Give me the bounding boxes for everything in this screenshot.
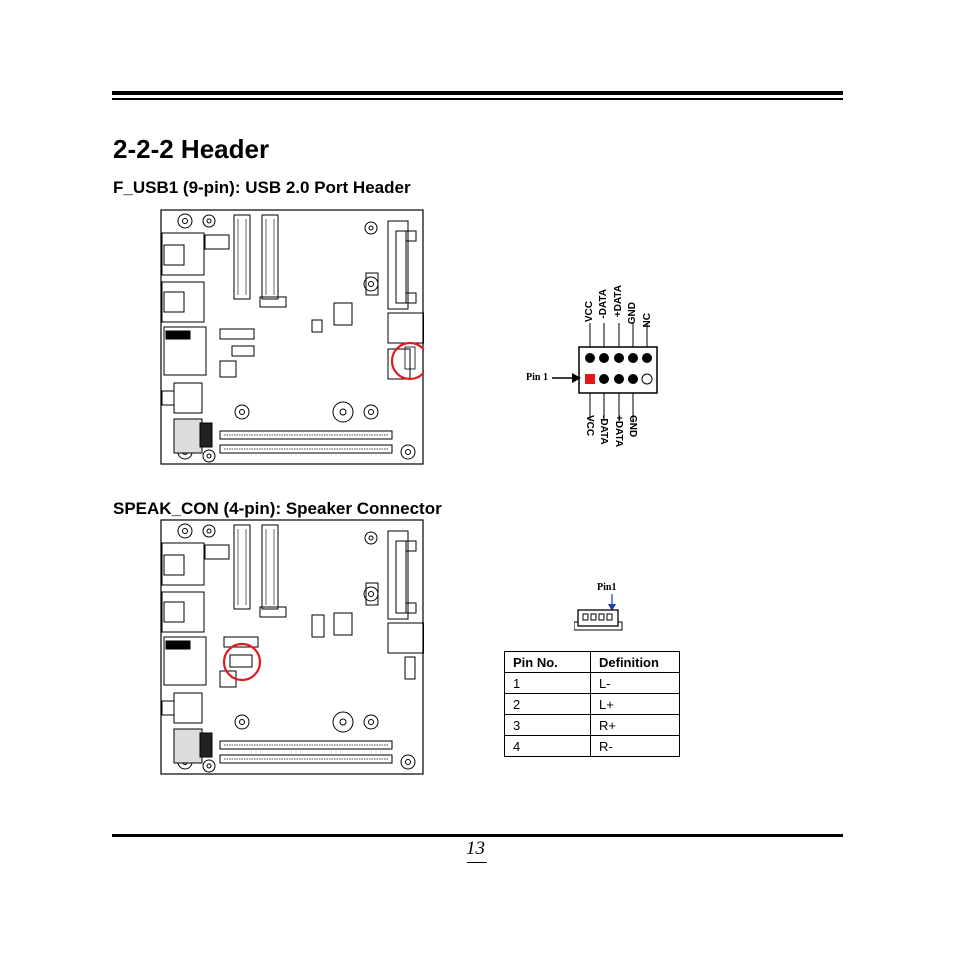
table-cell-definition: L- (590, 672, 680, 694)
speaker-connector-diagram (574, 594, 623, 631)
table-cell-definition: R+ (590, 714, 680, 736)
usb-pin1-arrow (552, 373, 581, 383)
usb-header-title: F_USB1 (9-pin): USB 2.0 Port Header (113, 178, 411, 197)
table-cell-definition: R- (590, 735, 680, 757)
usb-bottom-label-gnd: GND (627, 415, 638, 438)
usb-bottom-label-data-plus: +DATA (613, 415, 624, 448)
section-title: 2-2-2 Header (113, 134, 270, 164)
pin1-marker (585, 374, 595, 384)
highlight-circle (390, 341, 424, 381)
usb-top-label-data-plus: +DATA (613, 285, 624, 318)
page-number: 13 (466, 838, 485, 859)
table-row: 1 L- (504, 672, 680, 694)
table-cell-pin: 1 (504, 672, 591, 694)
usb-bottom-label-data-minus: -DATA (598, 415, 609, 445)
table-cell-pin: 3 (504, 714, 591, 736)
speaker-pin1-label: Pin1 (597, 582, 617, 593)
usb-bottom-label-vcc: VCC (584, 415, 595, 437)
table-cell-pin: 4 (504, 735, 591, 757)
speaker-pin-table: Pin No. Definition 1 L- 2 L+ 3 R+ 4 R- (504, 651, 680, 757)
table-row: 2 L+ (504, 693, 680, 715)
table-header-definition: Definition (590, 651, 680, 673)
table-cell-pin: 2 (504, 693, 591, 715)
usb-top-label-gnd: GND (627, 302, 638, 325)
table-row: 3 R+ (504, 714, 680, 736)
speaker-header-title: SPEAK_CON (4-pin): Speaker Connector (113, 499, 442, 518)
table-cell-definition: L+ (590, 693, 680, 715)
usb-top-label-vcc: VCC (584, 301, 595, 323)
motherboard-diagram-speaker (160, 519, 424, 775)
header-rule-bottom (112, 98, 843, 100)
usb-pinout-diagram (578, 323, 658, 421)
page-number-underline (467, 862, 487, 863)
table-header-pin-no: Pin No. (504, 651, 591, 673)
header-rule-top (112, 91, 843, 95)
table-row: 4 R- (504, 735, 680, 757)
footer-rule (112, 834, 843, 837)
usb-top-label-data-minus: -DATA (598, 289, 609, 319)
motherboard-diagram-usb (160, 209, 424, 465)
highlight-circle (222, 642, 262, 682)
table-header-row: Pin No. Definition (504, 651, 680, 673)
usb-pin1-label: Pin 1 (526, 372, 548, 383)
